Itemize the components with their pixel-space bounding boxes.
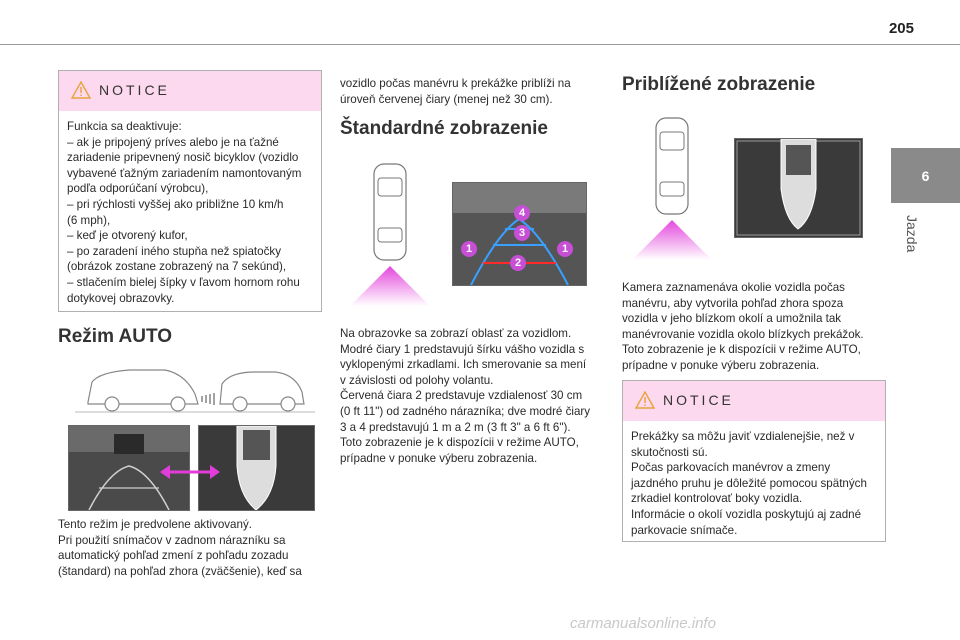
text-line: – stlačením bielej šípky v ľavom hornom … xyxy=(67,275,300,289)
notice-header: NOTICE xyxy=(623,381,885,421)
text-line: manévru, aby vytvorila pohľad zhora spoz… xyxy=(622,296,844,310)
text-line: Prekážky sa môžu javiť vzdialenejšie, ne… xyxy=(631,430,855,443)
notice-text: Prekážky sa môžu javiť vzdialenejšie, ne… xyxy=(623,421,885,546)
continued-text: vozidlo počas manévru k prekážke priblíž… xyxy=(340,76,571,107)
text-line: vyklopenými zrkadlami. Ich smerovanie sa… xyxy=(340,358,587,372)
warning-icon xyxy=(71,81,91,99)
auto-text: Tento režim je predvolene aktivovaný. Pr… xyxy=(58,517,302,579)
zoom-view-car-illustration xyxy=(632,117,712,260)
text-line: jazdného pruhu je dôležité pomocou spätn… xyxy=(631,476,867,490)
marker-4: 4 xyxy=(514,205,530,221)
text-line: vybavené ťažným zariadením namontovaným xyxy=(67,166,302,180)
standard-text: Na obrazovke sa zobrazí oblasť za vozidl… xyxy=(340,326,590,466)
text-line: vozidlo počas manévru k prekážke priblíž… xyxy=(340,77,571,90)
text-line: Pri použití snímačov v zadnom nárazníku … xyxy=(58,533,286,547)
text-line: skutočnosti sú. xyxy=(631,445,708,459)
marker-1-right: 1 xyxy=(557,241,573,257)
text-line: Červená čiara 2 predstavuje vzdialenosť … xyxy=(340,389,583,403)
text-line: podľa odporúčaní výrobcu), xyxy=(67,182,209,196)
notice-title: NOTICE xyxy=(663,392,734,408)
notice-box-2: NOTICE Prekážky sa môžu javiť vzdialenej… xyxy=(622,380,886,542)
text-line: Tento režim je predvolene aktivovaný. xyxy=(58,518,252,531)
text-line: zariadenie pripevnený nosič bicyklov (vo… xyxy=(67,151,299,165)
text-line: manévrovanie vozidla okolo blízkych prek… xyxy=(622,327,864,341)
text-line: – po zaradení iného stupňa než spiatočky xyxy=(67,244,281,258)
text-line: prípadne v ponuke výberu zobrazenia. xyxy=(622,358,820,372)
notice-title: NOTICE xyxy=(99,82,170,98)
marker-2: 2 xyxy=(510,255,526,271)
text-line: Funkcia sa deaktivuje: xyxy=(67,120,182,133)
standard-heading: Štandardné zobrazenie xyxy=(340,118,548,139)
auto-mode-cars-illustration xyxy=(75,369,315,413)
top-view-image xyxy=(198,425,315,511)
zoom-text: Kamera zaznamenáva okolie vozidla počas … xyxy=(622,280,864,374)
text-line: (0 ft 11") od zadného nárazníka; dve mod… xyxy=(340,404,591,418)
page-number: 205 xyxy=(888,20,914,37)
marker-1-left: 1 xyxy=(461,241,477,257)
notice-header: NOTICE xyxy=(59,71,321,111)
marker-3: 3 xyxy=(514,225,530,241)
text-line: – ak je pripojený príves alebo je na ťaž… xyxy=(67,135,279,149)
chapter-number: 6 xyxy=(921,168,930,184)
text-line: Toto zobrazenie je k dispozícii v režime… xyxy=(340,436,579,450)
warning-icon xyxy=(635,391,655,409)
standard-view-car-illustration xyxy=(350,163,430,306)
text-line: Modré čiary 1 predstavujú šírku vášho vo… xyxy=(340,342,585,356)
text-line: prípadne v ponuke výberu zobrazenia. xyxy=(340,451,538,465)
double-arrow-icon xyxy=(160,465,220,479)
text-line: – keď je otvorený kufor, xyxy=(67,229,188,243)
text-line: Počas parkovacích manévrov a zmeny xyxy=(631,461,831,475)
chapter-tab[interactable] xyxy=(891,148,960,203)
text-line: (6 mph), xyxy=(67,213,111,227)
text-line: v závislosti od polohy volantu. xyxy=(340,373,494,387)
watermark: carmanualsonline.info xyxy=(570,615,716,632)
text-line: úroveň červenej čiary (menej než 30 cm). xyxy=(340,92,553,106)
text-line: – pri rýchlosti vyššej ako približne 10 … xyxy=(67,197,284,211)
text-line: vozidla v jeho blízkom okolí a umožnila … xyxy=(622,312,842,326)
notice-text: Funkcia sa deaktivuje: – ak je pripojený… xyxy=(59,111,321,314)
text-line: Na obrazovke sa zobrazí oblasť za vozidl… xyxy=(340,327,572,340)
zoom-heading: Priblížené zobrazenie xyxy=(622,74,816,95)
header-divider xyxy=(0,44,960,45)
text-line: zrkadiel kontrolovať boky vozidla. xyxy=(631,492,803,506)
text-line: Toto zobrazenie je k dispozícii v režime… xyxy=(622,343,861,357)
text-line: (obrázok zostane zobrazený na 7 sekúnd), xyxy=(67,260,287,274)
chapter-label: Jazda xyxy=(904,215,920,253)
standard-camera-image: 4 3 1 2 1 xyxy=(452,182,587,286)
text-line: (štandard) na pohľad zhora (zväčšenie), … xyxy=(58,564,302,578)
rear-camera-view-image xyxy=(68,425,190,511)
text-line: parkovacie snímače. xyxy=(631,523,738,537)
chapter-label-wrap: Jazda xyxy=(904,215,924,295)
text-line: dotykovej obrazovky. xyxy=(67,291,175,305)
text-line: Informácie o okolí vozidla poskytujú aj … xyxy=(631,507,862,521)
notice-box-1: NOTICE Funkcia sa deaktivuje: – ak je pr… xyxy=(58,70,322,312)
text-line: Kamera zaznamenáva okolie vozidla počas xyxy=(622,281,845,294)
auto-heading: Režim AUTO xyxy=(58,326,173,347)
zoom-camera-image xyxy=(734,138,863,238)
text-line: 3 a 4 predstavujú 1 m a 2 m (3 ft 3" a 6… xyxy=(340,420,571,434)
text-line: automatický pohľad zmení z pohľadu zozad… xyxy=(58,549,289,563)
